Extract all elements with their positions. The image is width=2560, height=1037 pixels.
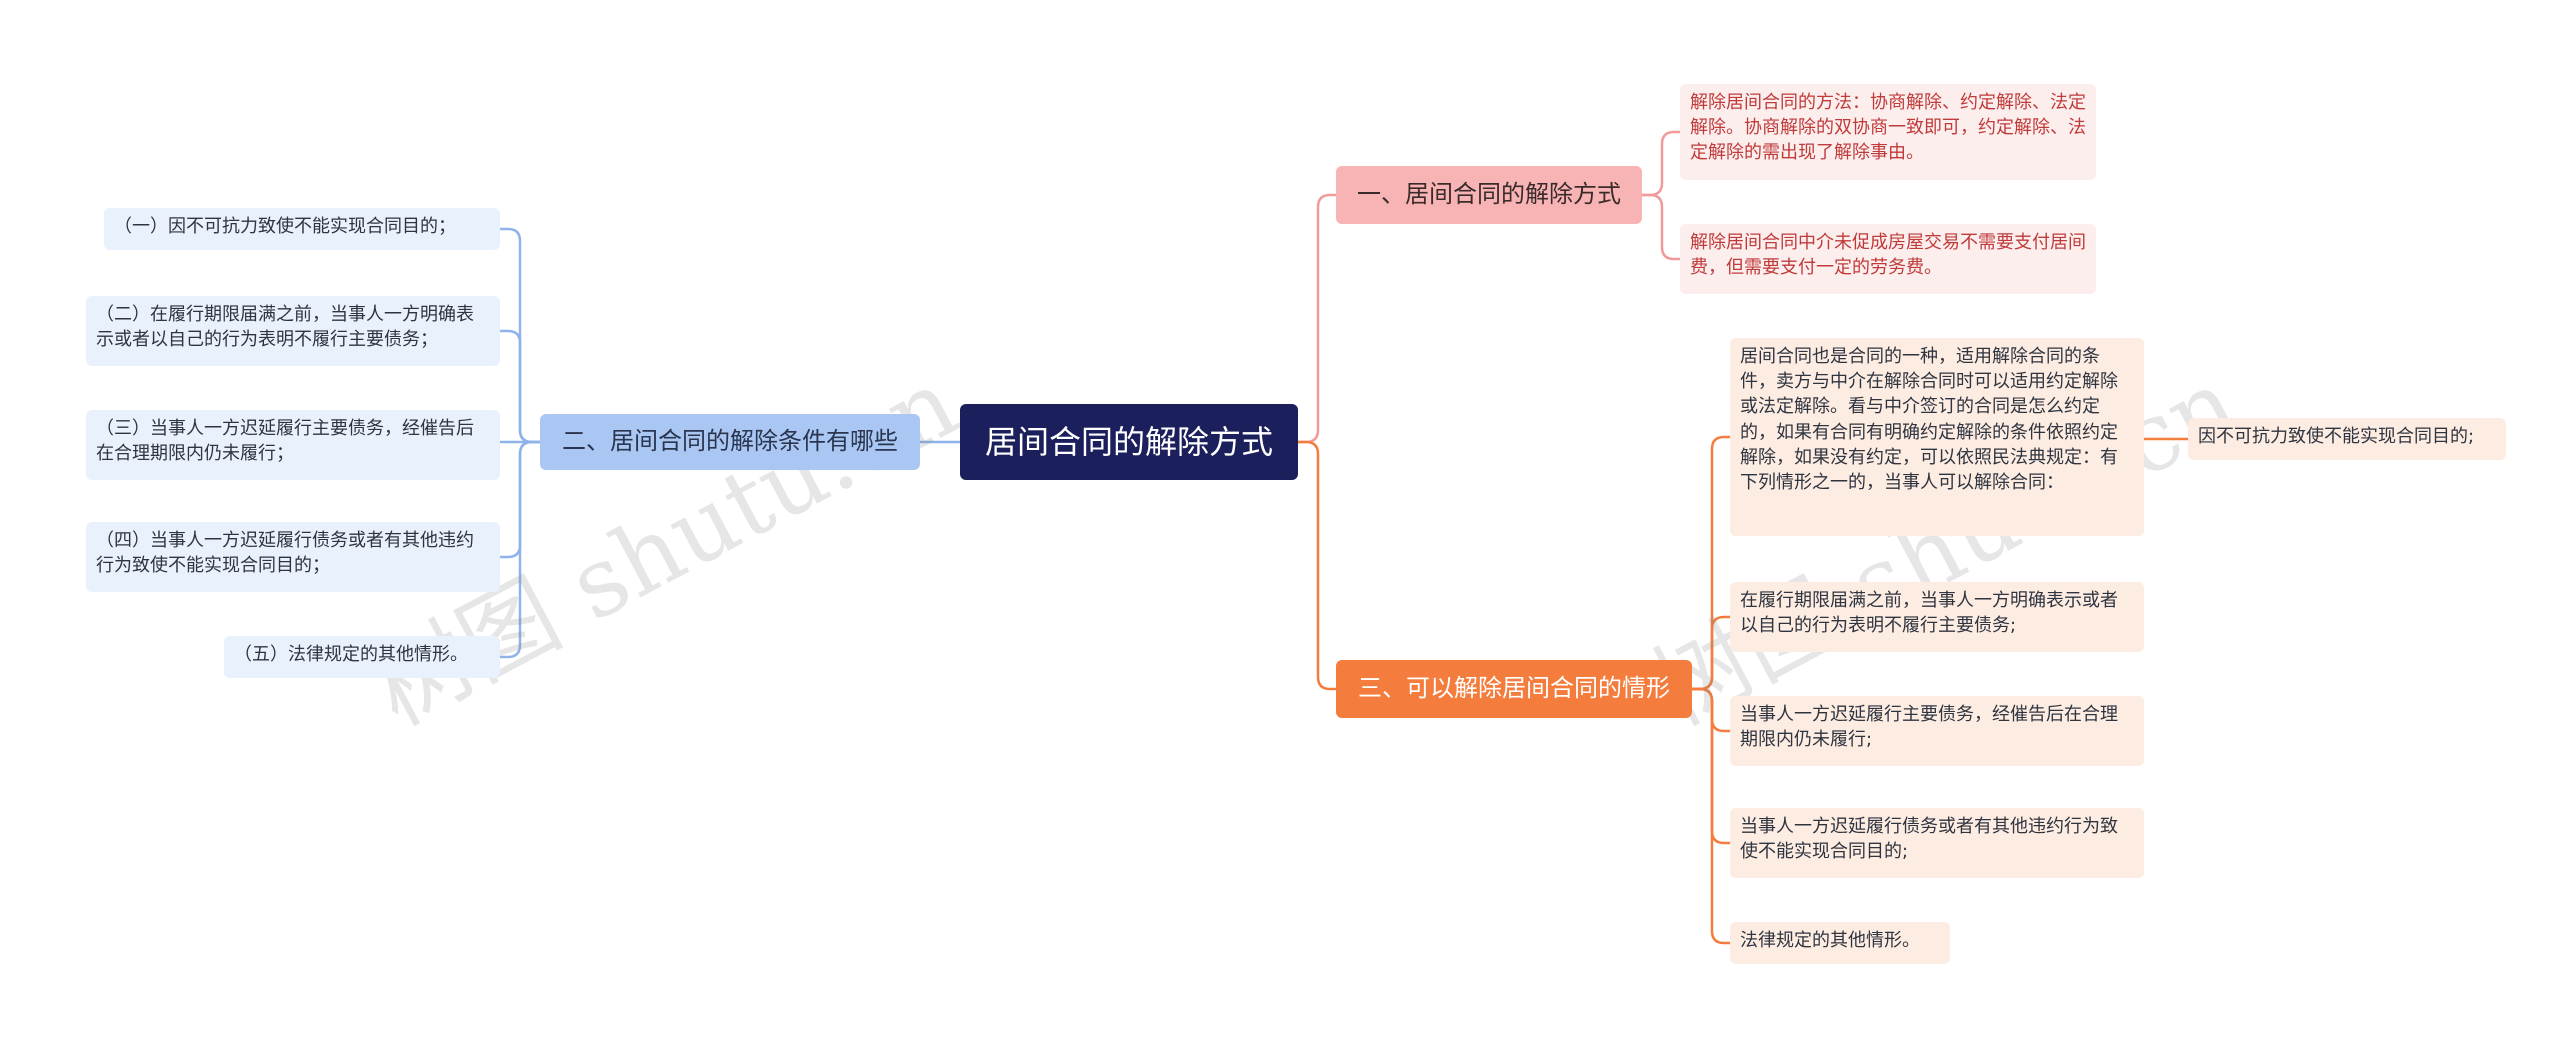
branch-node-cases[interactable]: 三、可以解除居间合同的情形 <box>1336 660 1692 718</box>
branch-node-dissolution-methods[interactable]: 一、居间合同的解除方式 <box>1336 166 1642 224</box>
connector-b2-leaf-4 <box>500 440 540 659</box>
leaf-node-case-3[interactable]: 当事人一方迟延履行主要债务，经催告后在合理期限内仍未履行; <box>1730 696 2144 766</box>
leaf-node-case-intro[interactable]: 居间合同也是合同的一种，适用解除合同的条件，卖方与中介在解除合同时可以适用约定解… <box>1730 338 2144 536</box>
leaf-node-condition-5[interactable]: （五）法律规定的其他情形。 <box>224 636 500 678</box>
branch-node-conditions[interactable]: 二、居间合同的解除条件有哪些 <box>540 414 920 470</box>
leaf-node-methods[interactable]: 解除居间合同的方法：协商解除、约定解除、法定解除。协商解除的双协商一致即可，约定… <box>1680 84 2096 180</box>
connector-b2-leaf-1 <box>500 329 540 444</box>
connector-b3-leaf-4 <box>1692 687 1730 945</box>
connector-b1-leaf-0 <box>1642 130 1680 197</box>
leaf-node-condition-4[interactable]: （四）当事人一方迟延履行债务或者有其他违约行为致使不能实现合同目的； <box>86 522 500 592</box>
leaf-node-condition-3[interactable]: （三）当事人一方迟延履行主要债务，经催告后在合理期限内仍未履行； <box>86 410 500 480</box>
connector-b3-leaf-1 <box>1692 615 1730 691</box>
subleaf-node-force-majeure[interactable]: 因不可抗力致使不能实现合同目的; <box>2188 418 2506 460</box>
root-node[interactable]: 居间合同的解除方式 <box>960 404 1298 480</box>
leaf-node-case-5[interactable]: 法律规定的其他情形。 <box>1730 922 1950 964</box>
leaf-node-case-2[interactable]: 在履行期限届满之前，当事人一方明确表示或者以自己的行为表明不履行主要债务; <box>1730 582 2144 652</box>
connector-root-b3 <box>1298 440 1336 691</box>
connector-b1-leaf-1 <box>1642 193 1680 261</box>
leaf-node-condition-1[interactable]: （一）因不可抗力致使不能实现合同目的； <box>104 208 500 250</box>
leaf-node-fee[interactable]: 解除居间合同中介未促成房屋交易不需要支付居间费，但需要支付一定的劳务费。 <box>1680 224 2096 294</box>
leaf-node-case-4[interactable]: 当事人一方迟延履行债务或者有其他违约行为致使不能实现合同目的; <box>1730 808 2144 878</box>
connector-root-b1 <box>1298 193 1336 444</box>
leaf-node-condition-2[interactable]: （二）在履行期限届满之前，当事人一方明确表示或者以自己的行为表明不履行主要债务； <box>86 296 500 366</box>
